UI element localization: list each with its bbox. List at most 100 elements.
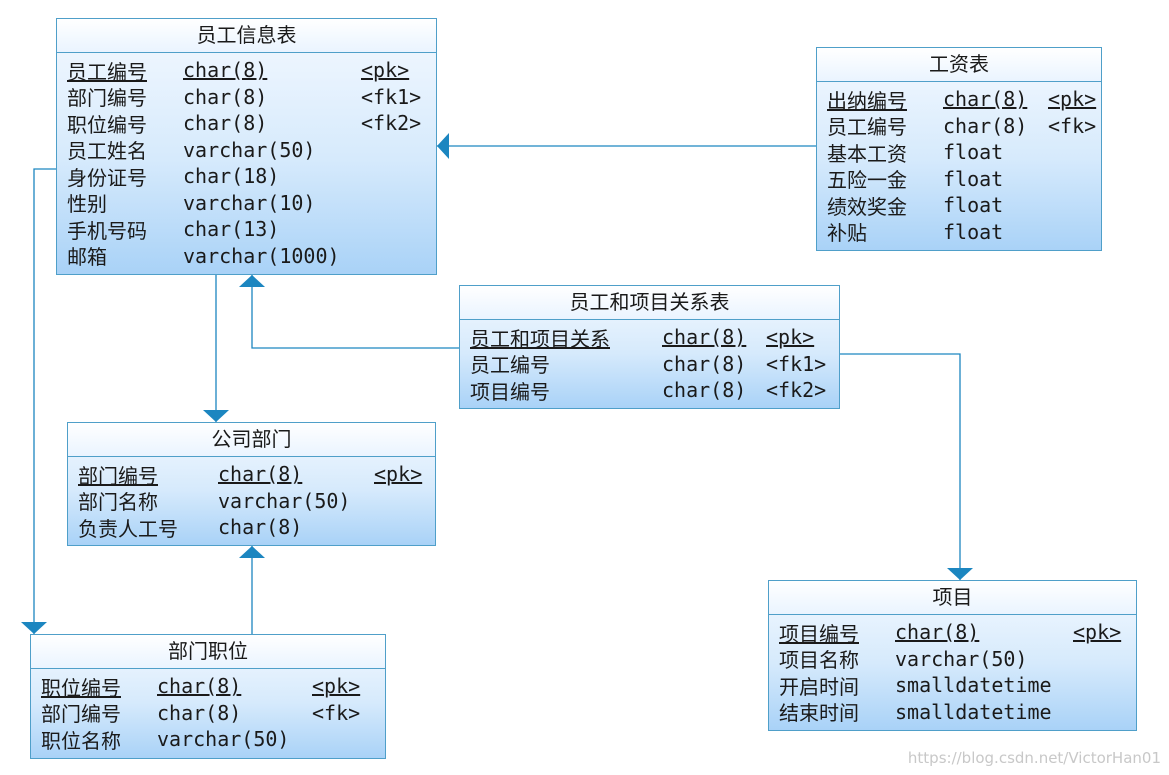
attribute-type: varchar(50) xyxy=(183,137,316,162)
attribute-type: varchar(50) xyxy=(895,646,1028,671)
attribute-key: <fk1> xyxy=(766,351,827,376)
attribute-type: float xyxy=(943,193,1004,218)
attribute-type: char(8) xyxy=(662,325,747,350)
attribute-key: <fk2> xyxy=(361,111,422,136)
entity-title: 员工和项目关系表 xyxy=(460,286,839,320)
attribute-name: 项目编号 xyxy=(779,621,859,646)
attribute-row: 身份证号 char(18) xyxy=(67,163,436,190)
attribute-name: 项目名称 xyxy=(779,648,859,673)
attribute-row: 项目编号 char(8) <fk2> xyxy=(470,377,839,404)
attribute-name: 部门编号 xyxy=(78,463,158,488)
attribute-type: char(13) xyxy=(183,217,280,242)
attribute-name: 员工编号 xyxy=(470,353,550,378)
entity-title: 工资表 xyxy=(817,48,1101,82)
attribute-row: 五险一金 float xyxy=(827,166,1101,193)
attribute-key: <fk2> xyxy=(766,378,827,403)
attribute-type: varchar(10) xyxy=(183,190,316,215)
attribute-row: 部门名称 varchar(50) xyxy=(78,488,435,515)
attribute-type: varchar(1000) xyxy=(183,243,340,268)
attribute-type: varchar(50) xyxy=(218,488,351,513)
attribute-key: <pk> xyxy=(374,462,423,487)
entity-title: 部门职位 xyxy=(31,635,385,669)
attribute-type: char(8) xyxy=(943,87,1028,112)
attribute-row: 负责人工号 char(8) xyxy=(78,514,435,541)
entity-rows: 员工和项目关系 char(8) <pk> 员工编号 char(8) <fk1> 项目编号 ch… xyxy=(460,320,839,404)
attribute-type: char(8) xyxy=(183,84,268,109)
link-empproject-employee xyxy=(239,275,459,349)
attribute-row: 部门编号 char(8) <pk> xyxy=(78,461,435,488)
link-empproject-project xyxy=(840,353,973,580)
attribute-row: 员工和项目关系 char(8) <pk> xyxy=(470,324,839,351)
attribute-name: 开启时间 xyxy=(779,674,859,699)
attribute-type: char(8) xyxy=(943,113,1028,138)
attribute-key: <fk1> xyxy=(361,84,422,109)
attribute-type: char(8) xyxy=(662,351,747,376)
attribute-name: 部门名称 xyxy=(78,490,158,515)
attribute-name: 员工编号 xyxy=(827,115,907,140)
attribute-row: 部门编号 char(8) <fk> xyxy=(41,700,385,727)
attribute-type: char(8) xyxy=(157,674,242,699)
attribute-type: float xyxy=(943,219,1004,244)
attribute-type: char(8) xyxy=(662,378,747,403)
attribute-key: <pk> xyxy=(766,325,815,350)
attribute-type: char(8) xyxy=(218,462,303,487)
attribute-name: 项目编号 xyxy=(470,379,550,404)
attribute-row: 员工编号 char(8) <fk1> xyxy=(470,351,839,378)
attribute-type: float xyxy=(943,140,1004,165)
attribute-type: char(8) xyxy=(218,515,303,540)
link-employee-position xyxy=(21,168,56,634)
attribute-name: 员工姓名 xyxy=(67,139,147,164)
attribute-name: 五险一金 xyxy=(827,168,907,193)
entity-rows: 部门编号 char(8) <pk> 部门名称 varchar(50) 负责人工号 char(… xyxy=(68,457,435,541)
entity-emp-project[interactable]: 员工和项目关系表 员工和项目关系 char(8) <pk> 员工编号 char(8) <f… xyxy=(459,285,840,409)
attribute-row: 员工编号 char(8) <pk> xyxy=(67,57,436,84)
attribute-type: char(18) xyxy=(183,164,280,189)
attribute-name: 职位编号 xyxy=(41,675,121,700)
attribute-row: 职位编号 char(8) <pk> xyxy=(41,673,385,700)
entity-rows: 员工编号 char(8) <pk> 部门编号 char(8) <fk1> 职位编号 char(… xyxy=(57,53,436,269)
attribute-name: 手机号码 xyxy=(67,218,147,243)
attribute-row: 手机号码 char(13) xyxy=(67,216,436,243)
attribute-name: 部门编号 xyxy=(41,702,121,727)
attribute-name: 部门编号 xyxy=(67,86,147,111)
attribute-row: 基本工资 float xyxy=(827,139,1101,166)
attribute-key: <pk> xyxy=(312,674,361,699)
attribute-type: char(8) xyxy=(157,700,242,725)
attribute-name: 绩效奖金 xyxy=(827,194,907,219)
attribute-type: float xyxy=(943,166,1004,191)
attribute-name: 职位编号 xyxy=(67,112,147,137)
attribute-key: <pk> xyxy=(361,58,410,83)
watermark: https://blog.csdn.net/VictorHan01 xyxy=(907,749,1161,767)
attribute-key: <fk> xyxy=(312,700,361,725)
attribute-name: 员工编号 xyxy=(67,59,147,84)
attribute-type: char(8) xyxy=(183,58,268,83)
attribute-name: 基本工资 xyxy=(827,141,907,166)
attribute-row: 部门编号 char(8) <fk1> xyxy=(67,84,436,111)
entity-employee[interactable]: 员工信息表 员工编号 char(8) <pk> 部门编号 char(8) <fk1> 职位编… xyxy=(56,18,437,275)
entity-title: 公司部门 xyxy=(68,423,435,457)
attribute-row: 项目名称 varchar(50) xyxy=(779,646,1136,673)
attribute-name: 出纳编号 xyxy=(827,88,907,113)
attribute-name: 邮箱 xyxy=(67,245,107,270)
attribute-row: 员工姓名 varchar(50) xyxy=(67,137,436,164)
attribute-row: 邮箱 varchar(1000) xyxy=(67,243,436,270)
entity-title: 员工信息表 xyxy=(57,19,436,53)
attribute-name: 员工和项目关系 xyxy=(470,326,610,351)
attribute-name: 身份证号 xyxy=(67,165,147,190)
attribute-type: char(8) xyxy=(183,111,268,136)
attribute-name: 补贴 xyxy=(827,221,867,246)
attribute-name: 负责人工号 xyxy=(78,516,178,541)
